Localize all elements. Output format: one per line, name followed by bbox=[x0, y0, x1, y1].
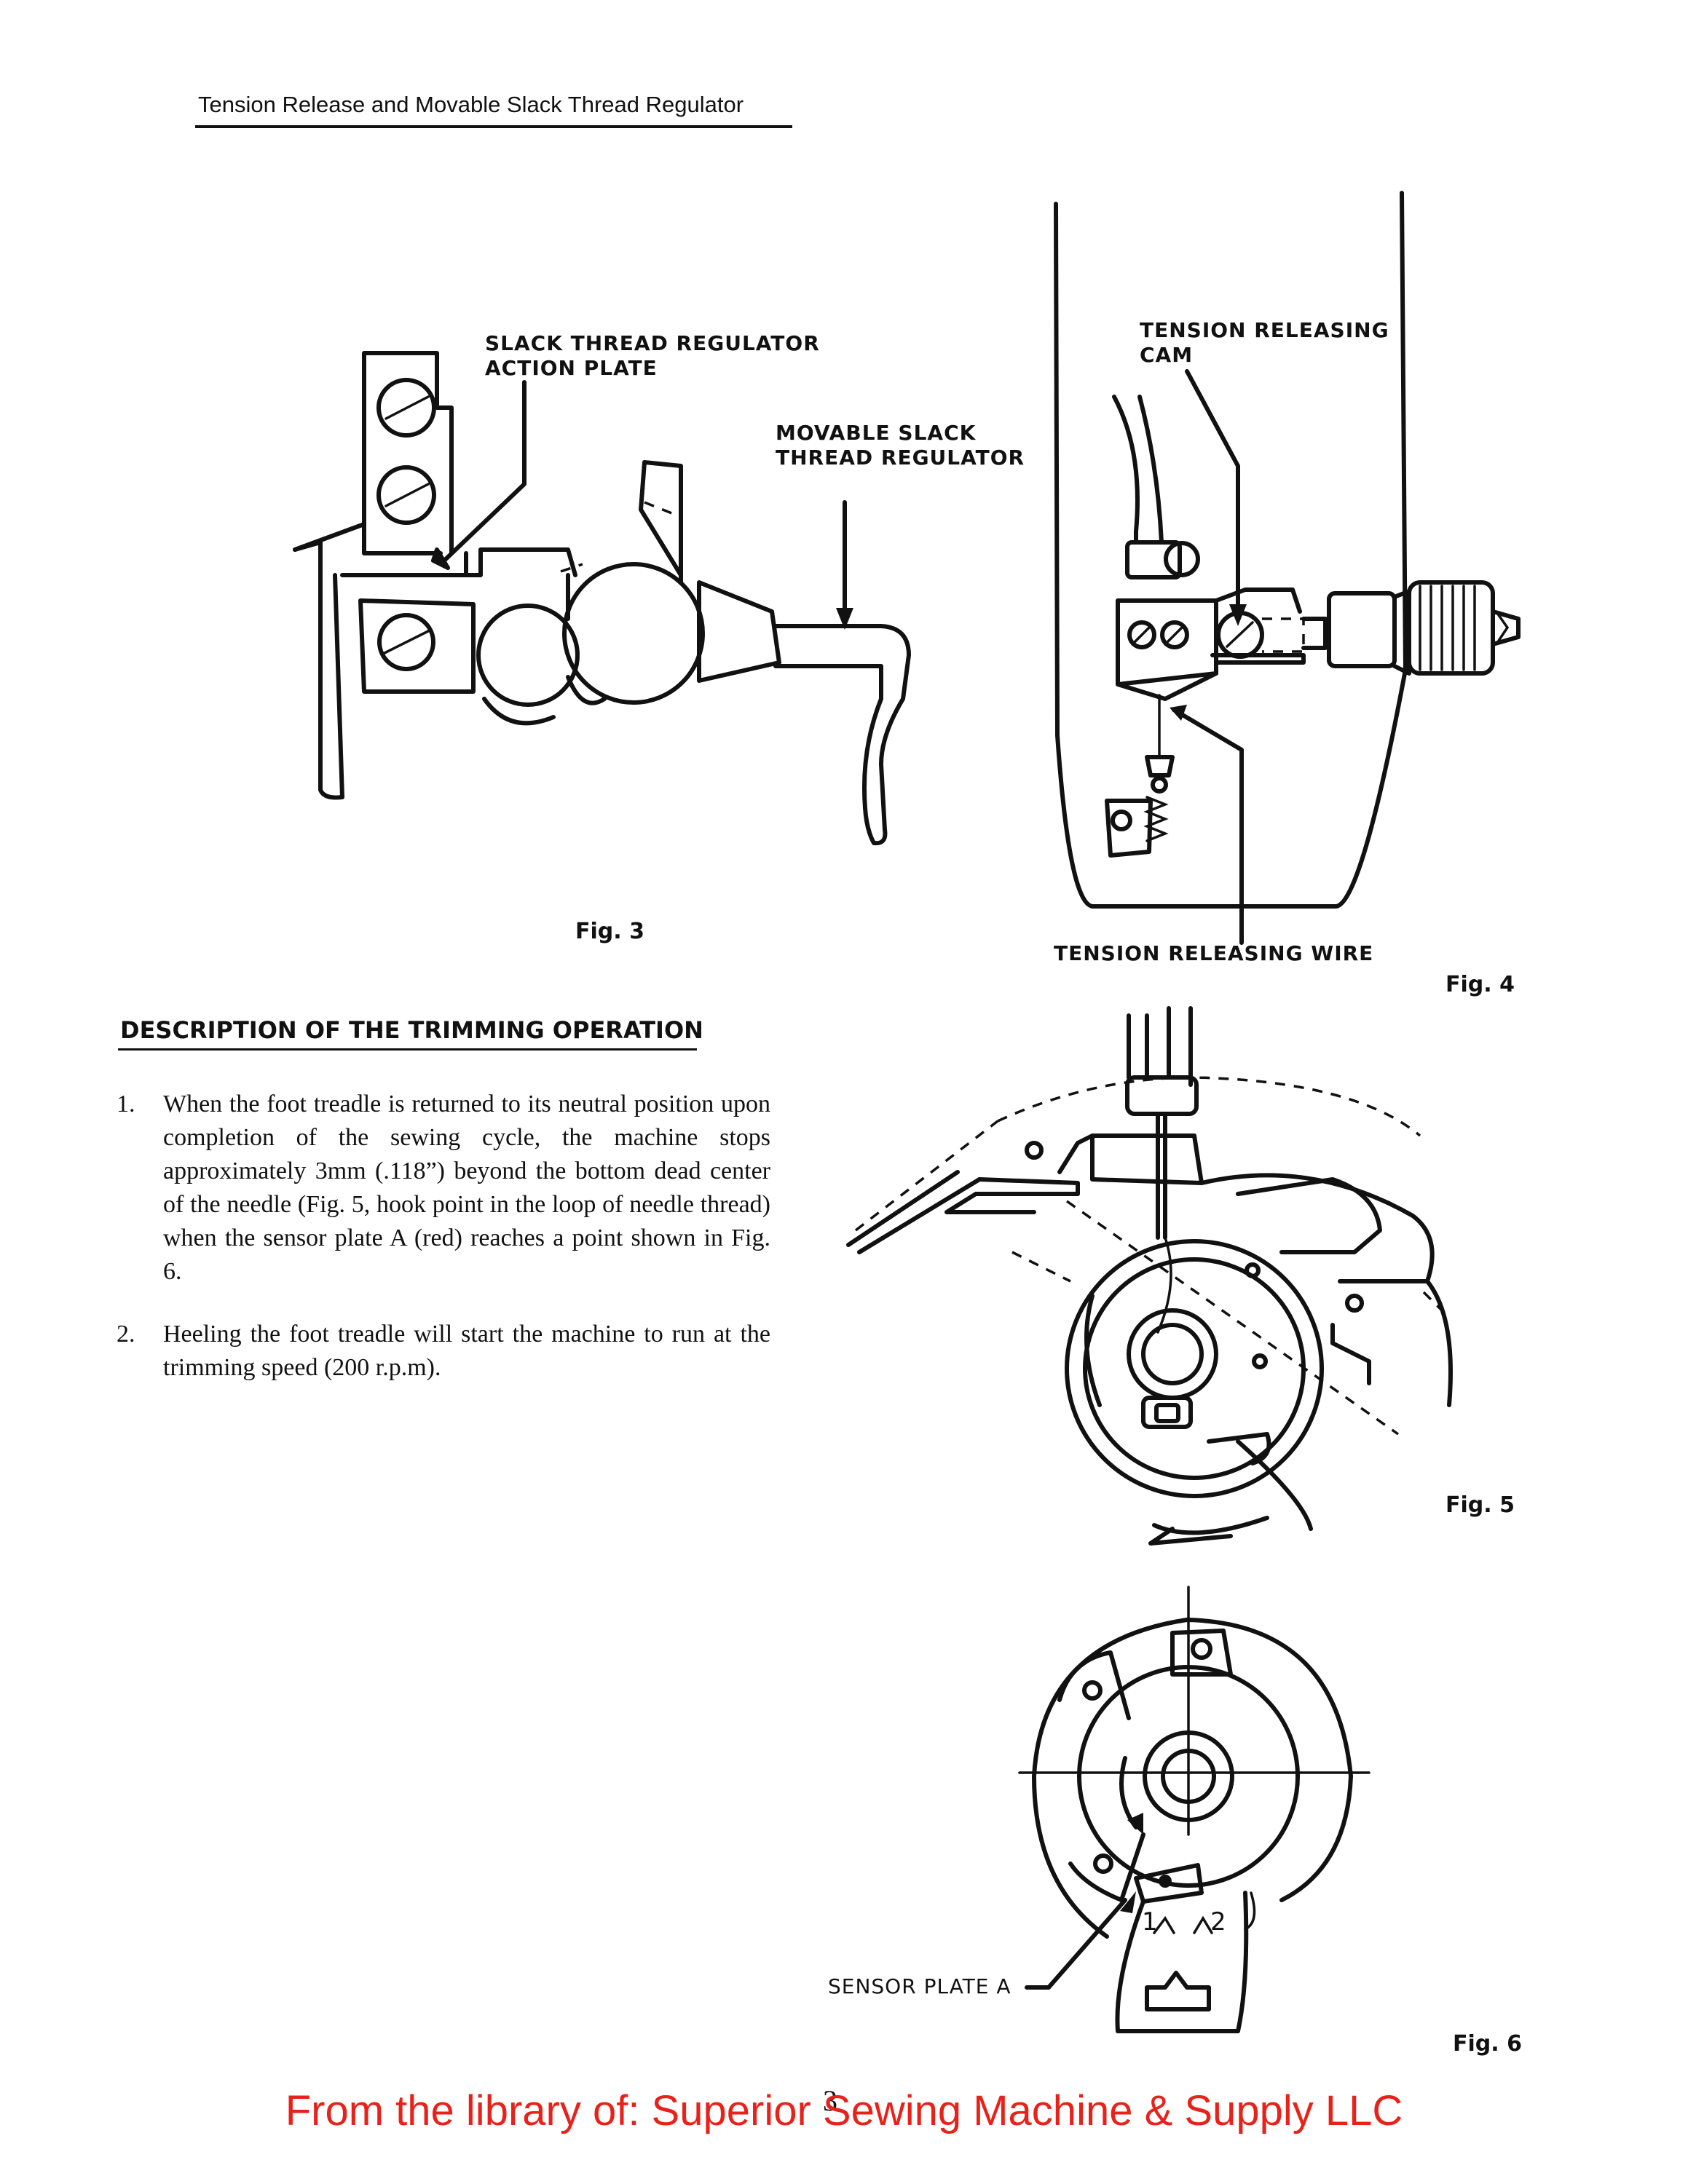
fig4-mechanism bbox=[1054, 191, 1521, 909]
fig3-action-plate-leader bbox=[442, 380, 526, 563]
fig6-sensor-disc bbox=[1018, 1586, 1370, 2033]
fig4-wire-leader bbox=[1172, 708, 1244, 945]
list-item-text: Heeling the foot treadle will start the … bbox=[163, 1321, 770, 1381]
page-number: 3 bbox=[823, 2084, 837, 2117]
list-item-number: 2. bbox=[117, 1321, 135, 1348]
fig6-caption: Fig. 6 bbox=[1453, 2031, 1522, 2057]
fig6-mark-1: 1 bbox=[1142, 1907, 1158, 1936]
fig6-mark-2: 2 bbox=[1210, 1907, 1226, 1936]
list-item-text: When the foot treadle is returned to its… bbox=[163, 1091, 770, 1285]
fig4-cam-leader bbox=[1185, 369, 1240, 617]
fig4-label-cam: TENSION RELEASING CAM bbox=[1140, 318, 1389, 367]
section-heading: DESCRIPTION OF THE TRIMMING OPERATION bbox=[120, 1016, 703, 1044]
header-underline bbox=[195, 125, 792, 128]
fig3-caption: Fig. 3 bbox=[575, 919, 644, 944]
fig5-caption: Fig. 5 bbox=[1446, 1492, 1515, 1518]
fig6-label-sensor: SENSOR PLATE A bbox=[828, 1974, 1011, 1998]
list-item-number: 1. bbox=[117, 1091, 135, 1117]
fig4-label-wire: TENSION RELEASING WIRE bbox=[1054, 941, 1374, 965]
fig4-caption: Fig. 4 bbox=[1446, 972, 1515, 997]
fig3-mechanism bbox=[293, 351, 911, 846]
section-heading-underline bbox=[118, 1048, 697, 1051]
fig5-hook-assembly bbox=[846, 1006, 1453, 1546]
library-footer: From the library of: Superior Sewing Mac… bbox=[285, 2087, 1403, 2134]
fig6-sensor-leader bbox=[1025, 1898, 1127, 1990]
page-header-title: Tension Release and Movable Slack Thread… bbox=[198, 92, 744, 117]
fig3-label-action-plate: SLACK THREAD REGULATOR ACTION PLATE bbox=[485, 331, 820, 380]
fig3-label-movable-regulator: MOVABLE SLACK THREAD REGULATOR bbox=[776, 421, 1025, 470]
